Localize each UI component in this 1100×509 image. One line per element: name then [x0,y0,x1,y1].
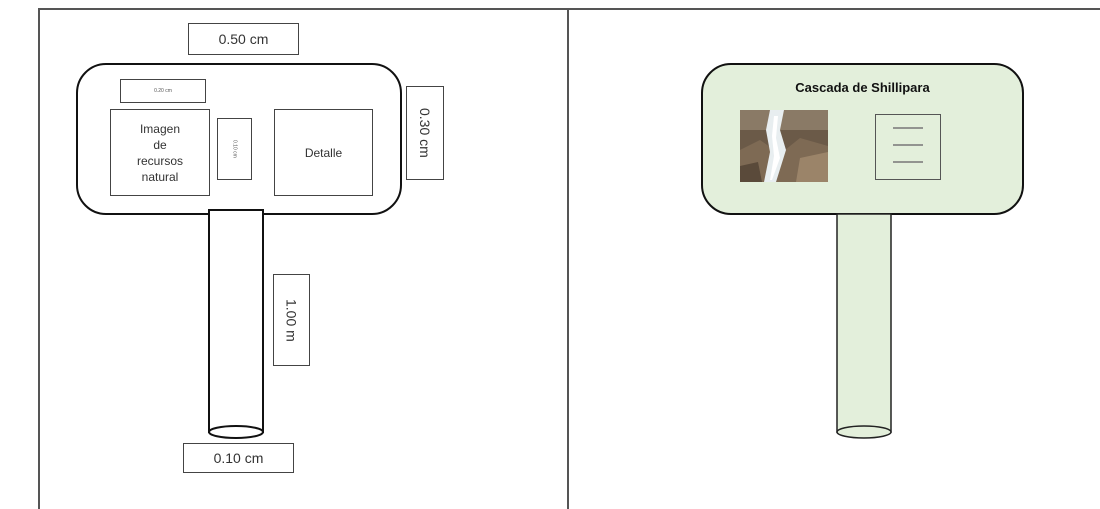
post-sketch [208,209,264,439]
height-label: 0.30 cm [417,108,433,158]
detail-box: Detalle [274,109,373,196]
post-height-label: 1.00 m [283,298,300,342]
small-vertical-label: 0.10 cm [231,140,238,158]
panel-divider [567,8,569,509]
image-box: Imagen de recursos natural [110,109,210,196]
top-width-label: 0.50 cm [188,23,299,55]
post-diameter-label: 0.10 cm [183,443,294,473]
post-height-box: 1.00 m [273,274,310,366]
small-top-label: 0.20 cm [120,79,206,103]
height-label-box: 0.30 cm [406,86,444,180]
small-vertical-box: 0.10 cm [217,118,252,180]
diagram-frame [38,8,1100,509]
text-lines-icon [875,114,941,180]
sign-post [836,213,892,439]
waterfall-image [740,110,828,182]
sign-title: Cascada de Shillipara [795,79,930,95]
